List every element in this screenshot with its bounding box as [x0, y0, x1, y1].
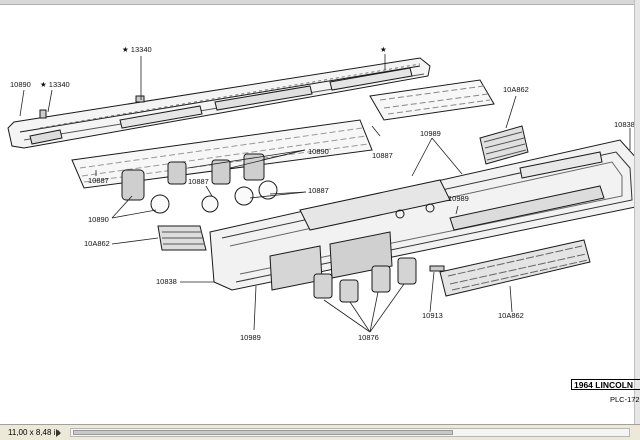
label-13340-left: ★ 13340	[40, 80, 70, 89]
label-10887-right: 10887	[308, 186, 329, 195]
label-10838-right: 10838	[614, 120, 635, 129]
gauge-bezels	[121, 153, 265, 201]
window-right-edge	[634, 0, 640, 424]
label-10a862-bottom: 10A862	[498, 311, 524, 320]
label-10a862-left: 10A862	[84, 239, 110, 248]
label-10887-mid: 10887	[188, 177, 209, 186]
label-10890-left: 10890	[10, 80, 31, 89]
upper-rail-part	[7, 57, 431, 149]
title-block: 1964 LINCOLN	[571, 379, 640, 390]
page-size-readout: 11,00 x 8,48 in	[8, 428, 60, 437]
plate-code: PLC-172	[610, 395, 640, 404]
speaker-grille-left	[157, 225, 207, 251]
label-10913: 10913	[422, 311, 443, 320]
label-13340-top: ★ 13340	[122, 45, 152, 54]
parts-diagram: ★ 13340 ★ 10890 ★ 13340 10A862 10838 109…	[7, 45, 640, 342]
status-bar: 11,00 x 8,48 in	[0, 424, 640, 440]
label-10989-top: 10989	[420, 129, 441, 138]
label-10838-left: 10838	[156, 277, 177, 286]
label-10876: 10876	[358, 333, 379, 342]
gauge-lenses	[150, 180, 278, 214]
label-10887-top: 10887	[372, 151, 393, 160]
grille-strip-upper	[369, 79, 495, 121]
clip-part	[429, 265, 445, 272]
label-star: ★	[380, 45, 387, 54]
speaker-grille-top	[479, 125, 529, 165]
label-10890-lower: 10890	[88, 215, 109, 224]
label-10989-mid: 10989	[448, 194, 469, 203]
leader-lines	[19, 54, 631, 333]
scrollbar-thumb[interactable]	[73, 430, 453, 435]
part-labels: ★ 13340 ★ 10890 ★ 13340 10A862 10838 109…	[10, 45, 635, 342]
lower-trim-panel	[439, 239, 591, 297]
window-top-edge	[0, 0, 640, 5]
label-10989-bottom: 10989	[240, 333, 261, 342]
knob-caps	[313, 257, 417, 303]
label-10890-center: 10890	[308, 147, 329, 156]
label-10887-left: 10887	[88, 176, 109, 185]
label-10a862-top: 10A862	[503, 85, 529, 94]
expand-arrow-icon[interactable]	[56, 429, 61, 437]
horizontal-scrollbar[interactable]	[70, 428, 630, 437]
